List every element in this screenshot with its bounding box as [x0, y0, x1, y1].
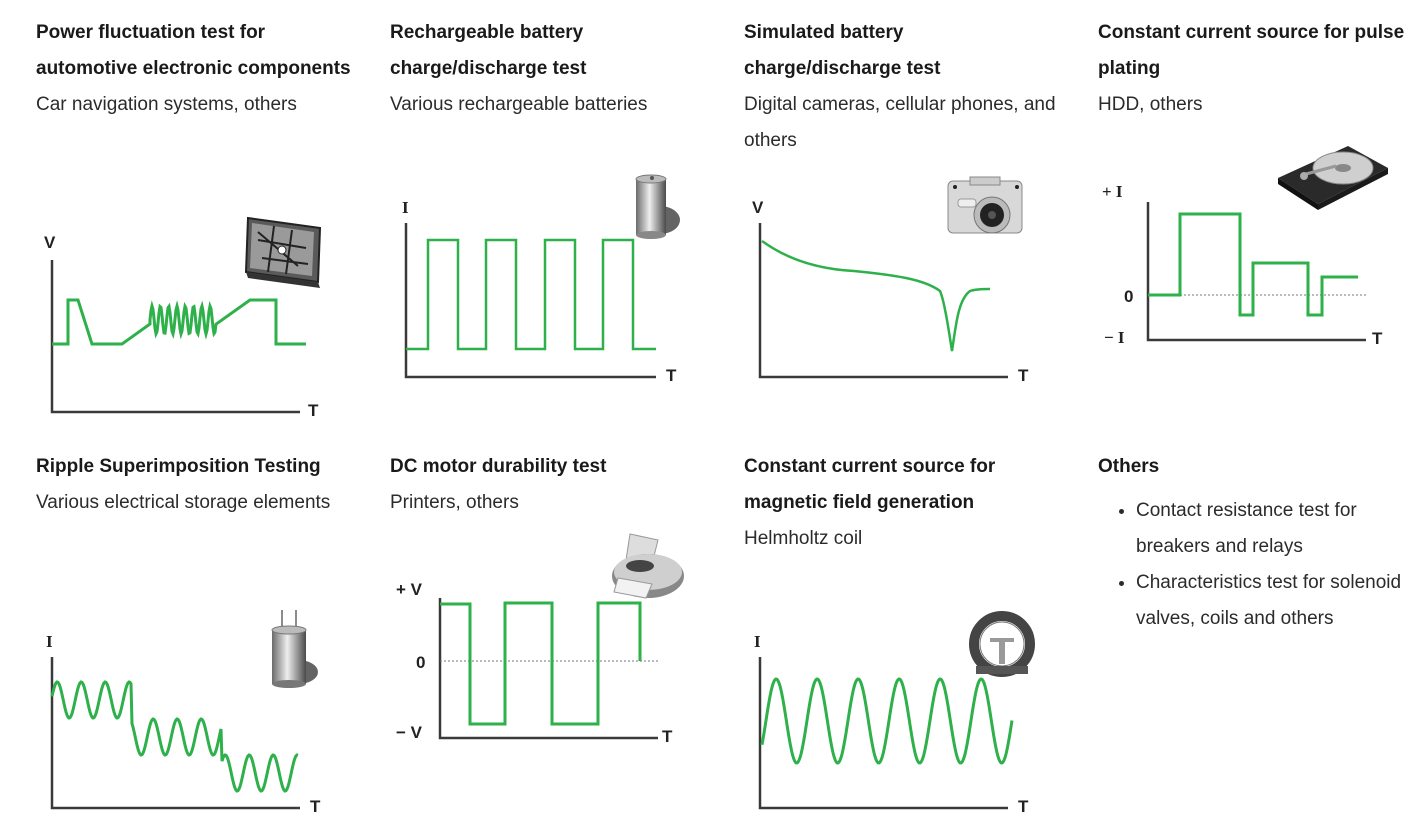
- axes: [50, 657, 300, 810]
- x-axis-label: T: [662, 727, 673, 746]
- card-title: Simulated battery charge/discharge test: [744, 22, 941, 79]
- card-title: Constant current source for pulse platin…: [1098, 22, 1405, 79]
- diagram-rechargeable-battery: I T: [390, 165, 690, 395]
- card-magnetic-field: Constant current source for magnetic fie…: [744, 449, 1064, 557]
- x-axis-label: T: [1018, 797, 1029, 816]
- x-axis-label: T: [666, 366, 677, 385]
- waveform: [50, 680, 299, 793]
- y-axis-zero-label: 0: [416, 653, 425, 672]
- card-ripple-superimposition: Ripple Superimposition Testing Various e…: [36, 449, 356, 521]
- card-title: Ripple Superimposition Testing: [36, 456, 321, 477]
- waveform: [760, 677, 1014, 765]
- y-axis-bottom-label: − V: [396, 723, 423, 742]
- axes: [758, 657, 1008, 810]
- y-axis-bottom-label: − I: [1104, 328, 1125, 347]
- card-pulse-plating: Constant current source for pulse platin…: [1098, 15, 1418, 123]
- diagram-magnetic-field: I T: [744, 600, 1044, 830]
- axes: [404, 223, 656, 379]
- diagram-pulse-plating: + I 0 − I T: [1098, 130, 1398, 365]
- waveform: [1148, 212, 1358, 317]
- card-title: Power fluctuation test for automotive el…: [36, 22, 351, 79]
- battery-icon: [635, 174, 680, 239]
- card-subtitle: Various rechargeable batteries: [390, 94, 648, 115]
- diagram-simulated-battery: V T: [744, 165, 1044, 395]
- y-axis-label: I: [46, 632, 53, 651]
- car-navigation-icon: [244, 216, 322, 288]
- y-axis-top-label: + I: [1102, 182, 1123, 201]
- diagram-ripple-superimposition: I T: [36, 600, 336, 830]
- axes: [1146, 202, 1366, 342]
- helmholtz-coil-icon: [969, 611, 1035, 677]
- list-item: Characteristics test for solenoid valves…: [1136, 565, 1418, 637]
- hard-disk-icon: [1278, 146, 1388, 210]
- axes: [438, 598, 658, 740]
- x-axis-label: T: [308, 401, 319, 420]
- card-subtitle: Digital cameras, cellular phones, and ot…: [744, 94, 1056, 151]
- card-power-fluctuation: Power fluctuation test for automotive el…: [36, 15, 356, 123]
- card-subtitle: Helmholtz coil: [744, 528, 863, 549]
- card-others: Others Contact resistance test for break…: [1098, 449, 1418, 637]
- axes: [758, 223, 1008, 379]
- card-title: Constant current source for magnetic fie…: [744, 456, 996, 513]
- card-subtitle: Various electrical storage elements: [36, 492, 331, 513]
- x-axis-label: T: [310, 797, 321, 816]
- y-axis-label: V: [752, 198, 764, 217]
- diagram-power-fluctuation: V T: [36, 210, 336, 425]
- card-title: Rechargeable battery charge/discharge te…: [390, 22, 587, 79]
- card-rechargeable-battery: Rechargeable battery charge/discharge te…: [390, 15, 710, 123]
- printer-icon: [612, 533, 684, 599]
- capacitor-icon: [271, 610, 318, 688]
- waveform: [406, 238, 656, 351]
- y-axis-zero-label: 0: [1124, 287, 1133, 306]
- card-subtitle: Printers, others: [390, 492, 519, 513]
- diagram-dc-motor: + V 0 − V T: [390, 520, 690, 755]
- waveform: [761, 239, 991, 352]
- y-axis-label: I: [754, 632, 761, 651]
- list-item: Contact resistance test for breakers and…: [1136, 493, 1418, 565]
- x-axis-label: T: [1372, 329, 1383, 348]
- card-subtitle: HDD, others: [1098, 94, 1203, 115]
- card-simulated-battery: Simulated battery charge/discharge test …: [744, 15, 1064, 159]
- y-axis-label: V: [44, 233, 56, 252]
- card-title: Others: [1098, 456, 1160, 477]
- waveform: [52, 298, 306, 346]
- card-title: DC motor durability test: [390, 456, 607, 477]
- x-axis-label: T: [1018, 366, 1029, 385]
- axes: [50, 260, 300, 414]
- others-list: Contact resistance test for breakers and…: [1098, 493, 1418, 637]
- y-axis-top-label: + V: [396, 580, 423, 599]
- card-dc-motor: DC motor durability test Printers, other…: [390, 449, 710, 521]
- waveform: [440, 601, 642, 726]
- y-axis-label: I: [402, 198, 409, 217]
- card-subtitle: Car navigation systems, others: [36, 94, 297, 115]
- camera-icon: [947, 176, 1023, 234]
